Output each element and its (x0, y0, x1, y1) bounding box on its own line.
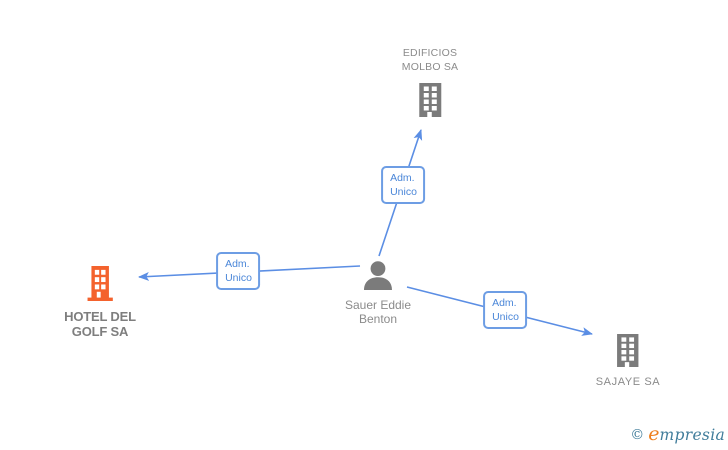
relation-badge-line: Unico (225, 272, 252, 284)
node-label: SAJAYE SA (595, 376, 661, 388)
node-sauer-eddie-benton[interactable]: Sauer Eddie Benton (345, 261, 411, 326)
person-icon (345, 261, 411, 290)
node-edificios-molbo[interactable]: EDIFICIOS MOLBO SA (402, 46, 458, 117)
relation-badge-adm-unico: Adm. Unico (483, 291, 527, 329)
building-icon (596, 334, 661, 367)
node-label: EDIFICIOS MOLBO SA (401, 47, 459, 73)
relation-badge-line: Adm. (225, 258, 250, 270)
node-sajaye[interactable]: SAJAYE SA (596, 334, 661, 389)
relation-badge-line: Unico (390, 186, 417, 198)
empresia-logo[interactable]: ©empresia (630, 423, 725, 445)
building-icon (402, 83, 458, 117)
logo-brand: mpresia (659, 426, 725, 444)
relation-badge-line: Unico (492, 311, 519, 323)
building-icon (64, 266, 136, 301)
relation-badge-adm-unico: Adm. Unico (216, 252, 260, 290)
node-label: HOTEL DEL GOLF SA (64, 309, 136, 339)
node-label: Sauer Eddie Benton (344, 298, 412, 326)
node-hotel-del-golf[interactable]: HOTEL DEL GOLF SA (64, 266, 136, 339)
relation-badge-line: Adm. (390, 172, 415, 184)
logo-brand-initial: e (648, 423, 660, 445)
relation-badge-adm-unico: Adm. Unico (381, 166, 425, 204)
relation-badge-line: Adm. (492, 297, 517, 309)
copyright-icon: © (630, 427, 645, 443)
